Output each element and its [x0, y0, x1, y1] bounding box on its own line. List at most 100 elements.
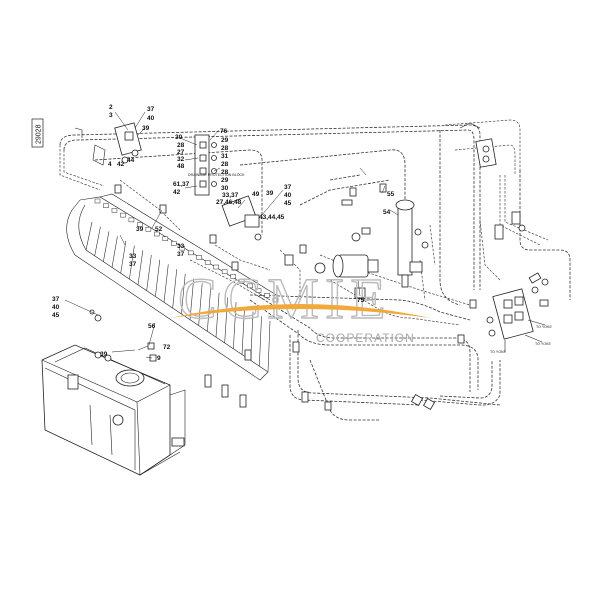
drawing-number-box: 29028 [31, 118, 44, 148]
chain-link [146, 254, 152, 291]
chain-link-tab [204, 260, 211, 265]
drawing-number: 29028 [36, 124, 43, 144]
chain-link-tab [171, 241, 177, 246]
callout-label: 76 [220, 128, 228, 135]
chain-link [94, 226, 101, 256]
callout-label: 3 [109, 112, 113, 119]
chain-link-tab [111, 208, 118, 213]
chain-link-tab [272, 297, 279, 303]
callout-label: 44 [127, 157, 135, 164]
chain-link [267, 320, 271, 373]
chain-link-tab [187, 250, 194, 256]
callout-label: 33,37 [222, 192, 239, 199]
callout-label: 75 [357, 297, 365, 304]
small-notes: DRAINAGE PROTECTION BLOCK TO YOKE TO YOK… [188, 173, 552, 354]
chain-link [129, 245, 135, 280]
callout-label: 37 [147, 106, 155, 113]
callout-label: 56 [148, 323, 156, 330]
callout-label: 40 [147, 115, 155, 122]
chain-link-tab [247, 283, 253, 289]
leader-lines [64, 111, 399, 359]
callout-label: 54 [383, 209, 391, 216]
chain-link-tab [221, 269, 228, 274]
callout-label: 45 [284, 200, 292, 207]
center-valve-stack [194, 134, 262, 241]
callout-label: 72 [163, 344, 171, 351]
callout-label: 29 [221, 177, 229, 184]
watermark-swoosh [170, 304, 430, 318]
chain-link-tab [154, 231, 160, 237]
watermark-sub-text: COOPERATION [316, 331, 415, 345]
callout-label: 28 [177, 142, 185, 149]
chain-link-tab [179, 245, 186, 251]
chain-link [207, 287, 211, 332]
callout-label: 48 [177, 163, 185, 170]
chain-link-tab [162, 236, 169, 241]
callout-label: 4 [108, 161, 112, 168]
callout-label: 61,37 [173, 181, 190, 188]
chain-link-tab [213, 264, 219, 270]
upper-left-valve-group [74, 122, 142, 166]
chain-link-tab [238, 278, 245, 284]
callout-label: 30 [221, 185, 229, 192]
block-note: DRAINAGE PROTECTION BLOCK [188, 173, 245, 177]
to-yoke-note: TO YOKE [490, 350, 506, 354]
callout-label: 29 [221, 137, 229, 144]
chain-link [181, 273, 186, 314]
to-yoke-note: TO YOKE [536, 325, 552, 329]
cable-carrier-chain [66, 193, 279, 381]
to-yoke-note: TO YOKE [535, 342, 551, 346]
callout-label: 39 [266, 190, 274, 197]
chain-link-tab [120, 212, 126, 218]
chain-link [189, 278, 195, 320]
chain-link [163, 264, 169, 303]
callout-label: 9 [157, 355, 161, 362]
chain-link-tab [145, 227, 152, 232]
chain-link [259, 316, 262, 367]
callout-label: 33 [129, 253, 137, 260]
callout-label: 37 [284, 184, 292, 191]
chain-link [155, 259, 161, 297]
chain-link-tab [103, 203, 109, 208]
callout-label: 37 [177, 251, 185, 258]
chain-link [215, 292, 220, 338]
callout-label: 42 [173, 189, 181, 196]
callout-label: 37 [129, 261, 137, 268]
chain-link-tab [128, 217, 135, 223]
watermark: CCMIE COOPERATION [170, 265, 430, 345]
chain-link-tab [137, 222, 143, 227]
chain-link [85, 221, 93, 251]
callout-label: 39 [142, 125, 150, 132]
chain-link [111, 236, 118, 268]
callout-label: 40 [284, 192, 292, 199]
chain-link [103, 231, 110, 262]
chain-link-tab [230, 274, 236, 279]
callout-label: 28 [221, 161, 229, 168]
chain-link [172, 269, 178, 309]
chain-link [137, 250, 144, 285]
callout-label: 28 [221, 145, 229, 152]
chain-link-tab [196, 255, 202, 260]
callout-label: 45 [52, 312, 60, 319]
callout-label: 30 [175, 134, 183, 141]
watermark-main-text: CCMIE [178, 266, 392, 331]
callout-label: 32 [177, 156, 185, 163]
callout-label: 28 [221, 169, 229, 176]
chain-link [120, 240, 127, 274]
callout-label: 33 [177, 243, 185, 250]
callout-label: 43,44,45 [259, 214, 285, 221]
vertical-cylinder [395, 199, 429, 288]
callout-label: 31 [221, 153, 229, 160]
callout-label: 27 [177, 149, 185, 156]
upper-right-valve-block [459, 122, 526, 240]
callout-label: 27,46,48 [216, 199, 242, 206]
chain-link [224, 297, 228, 343]
callout-label: 42 [117, 161, 125, 168]
chain-link [241, 306, 245, 355]
callout-label: 52 [155, 226, 163, 233]
callout-label: 37 [52, 296, 60, 303]
chain-link [198, 283, 203, 326]
callout-label: 39 [100, 351, 108, 358]
callout-label: 55 [387, 191, 395, 198]
